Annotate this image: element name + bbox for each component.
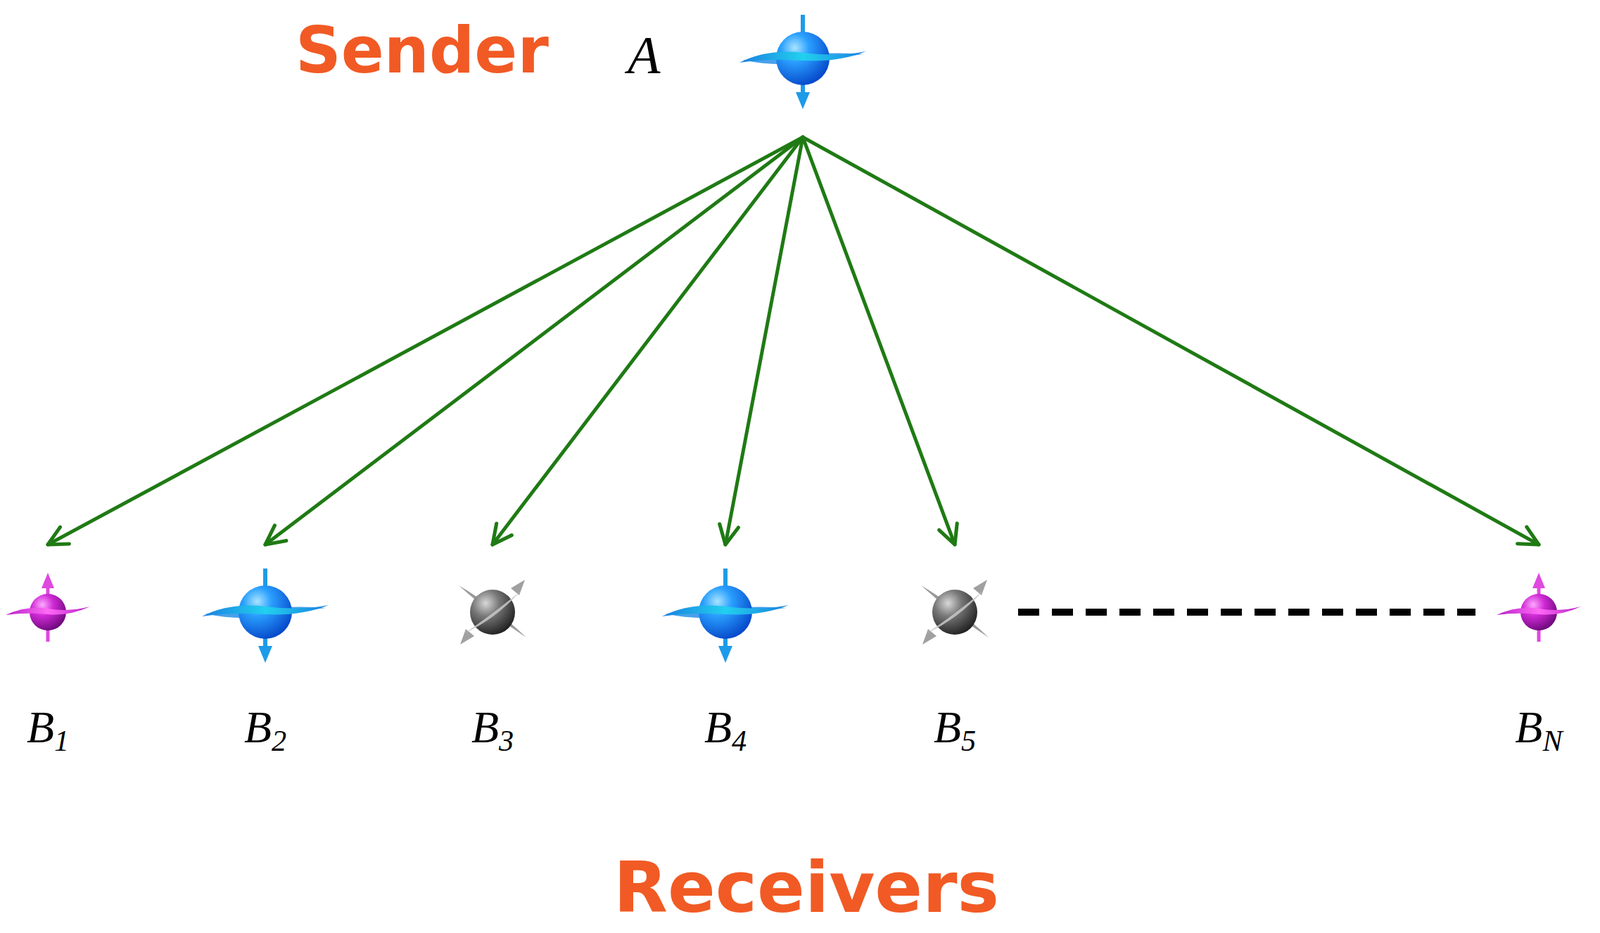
spin-icon [0,548,119,676]
spin-icon [194,548,336,676]
receiver-symbol: B2 [244,705,287,751]
spin-swoosh [464,591,521,634]
transmission-arrow [725,137,803,545]
sender-label: Sender [295,18,549,83]
sender-node: Sender A [281,7,845,138]
spin-icon [422,548,563,676]
receiver-symbol: BN [1514,705,1563,751]
spin-arrowhead [510,579,525,596]
receiver-symbol: B3 [471,705,514,751]
transmission-arrow [47,137,803,545]
spin-icon [1468,548,1600,676]
spin-arrowhead [1532,572,1546,589]
receiver-symbol: B5 [933,705,976,751]
spin-ring-front [662,605,789,617]
spin-sphere [932,589,978,635]
spin-arrowhead [258,645,273,663]
receiver-node: B3 [450,548,535,767]
spin-ring-front [201,605,329,617]
spin-icon [884,548,1026,676]
spin-swoosh [926,591,983,634]
transmission-arrow [802,137,1539,545]
ellipsis-dashed-line [1018,608,1476,616]
spin-arrowhead [922,629,937,645]
transmission-arrow [492,137,803,545]
spin-ring-front [1496,606,1582,615]
spin-arrowhead [973,579,988,596]
spin-arrowhead [41,572,55,589]
transmission-arrow [802,137,955,545]
receiver-node: B5 [912,548,998,767]
receiver-symbol: B1 [26,705,69,751]
sender-symbol: A [627,28,660,82]
spin-swoosh [921,585,989,638]
receiver-symbol: B4 [704,705,747,751]
spin-arrowhead [460,629,475,645]
spin-icon [655,548,796,676]
spin-icon [732,0,874,122]
receiver-node: BN [1496,548,1582,767]
receiver-node: B1 [5,548,91,767]
transmission-arrow [265,137,803,545]
spin-arrowhead [795,92,810,110]
receiver-node: B4 [683,548,768,767]
spin-arrowhead [718,645,733,663]
spin-swoosh [458,585,527,638]
receiver-node: B2 [223,548,308,767]
spin-ring-front [5,606,91,615]
spin-sphere [470,589,516,635]
group-label: Receivers [613,852,1000,924]
spin-ring-front [739,51,867,63]
